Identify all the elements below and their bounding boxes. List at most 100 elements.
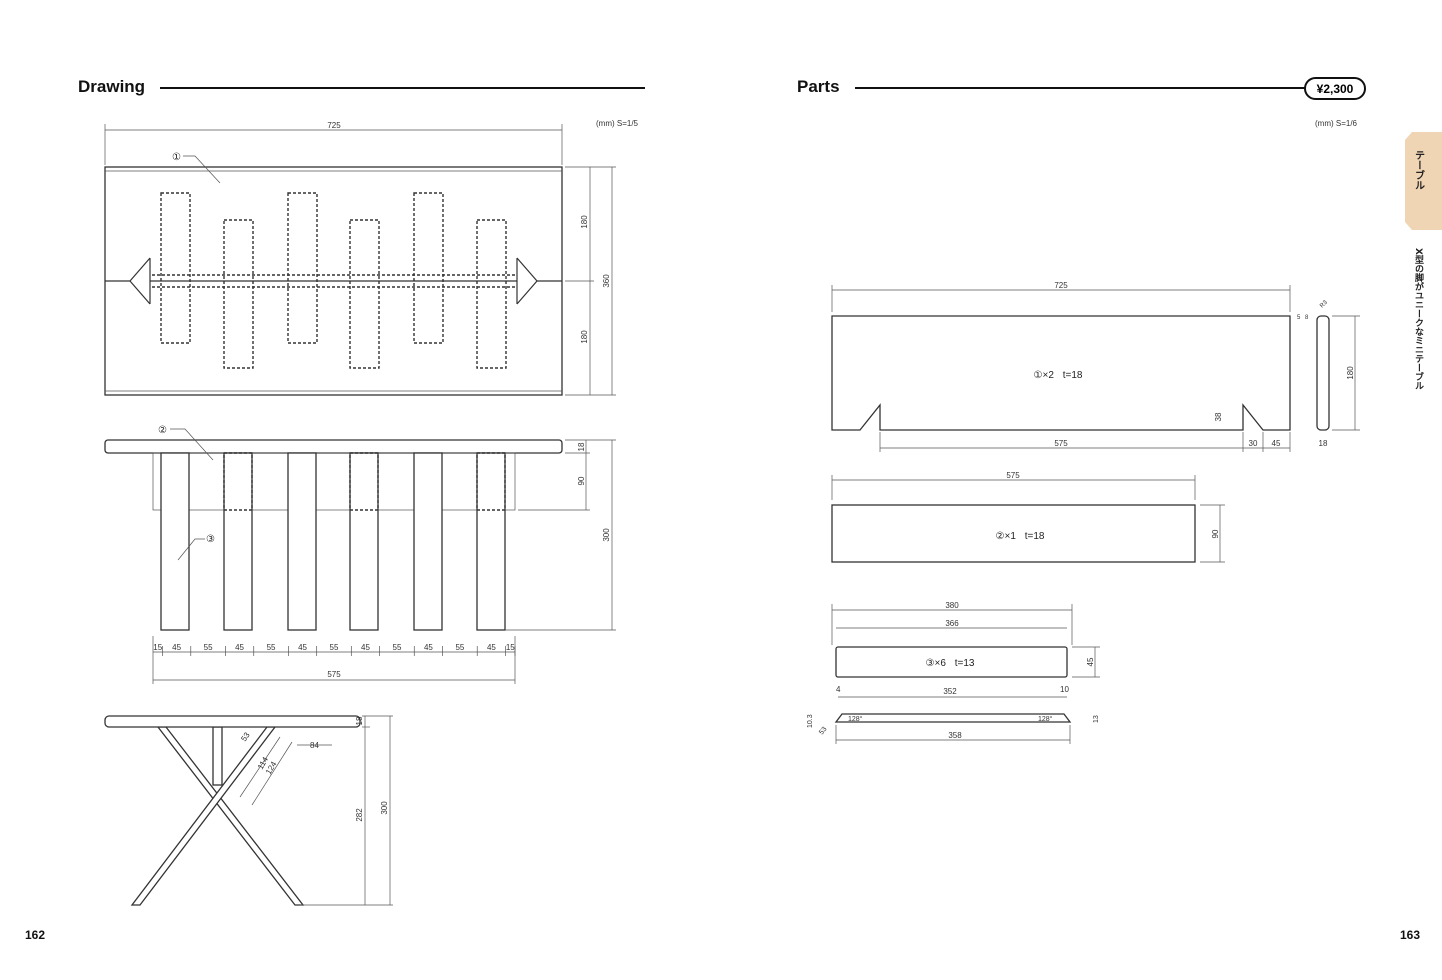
dim-edge-thickness: 13 [1093,715,1100,723]
apron-board [831,504,1196,563]
dim-length: 725 [1054,281,1068,290]
part-2-label: ②×1 t=18 [996,531,1045,542]
part-callout-1: ① [172,152,181,163]
top-view: 725 ① 180 180 360 [104,121,616,396]
dim-chamfer-a: 5 [1297,315,1301,321]
dim-overall: 380 [945,601,959,610]
dim-top-thickness: 18 [577,442,586,451]
dim-side-thickness: 18 [1319,439,1328,448]
dim-spacing: 55 [455,643,464,652]
part-callout-3: ③ [206,534,215,545]
angle-right: 128° [1038,715,1053,723]
dim-notch-height: 38 [1214,412,1223,421]
section-title-parts: Parts [797,77,840,96]
dim-middle: 352 [943,687,957,696]
dim-height: 300 [602,528,611,542]
dim-spacing: 45 [487,643,496,652]
dim-offset: 84 [310,741,319,750]
hidden-leg-outline [160,192,191,344]
hidden-leg-outline [476,219,507,369]
center-post [212,726,223,786]
leg [476,452,506,631]
dim-spacing: 55 [393,643,402,652]
dim-width: 45 [1086,657,1095,666]
dim-spacing: 55 [267,643,276,652]
dim-offset-left: 4 [836,685,841,694]
dim-spacing: 45 [424,643,433,652]
dim-side-height: 300 [380,801,389,815]
dim-length: 575 [1006,471,1020,480]
dim-spacing: 15 [506,643,515,652]
front-view: ② ③ 18 90 300 15 45 55 45 55 45 55 45 55 45 55 45 15… [104,425,616,684]
side-board [831,315,1291,431]
hidden-leg-joint [223,452,253,511]
leg [223,452,253,631]
dim-depth: 360 [602,274,611,288]
left-page: Drawing (mm) S=1/5 725 ① 180 180 360 [25,77,645,942]
right-page: Parts ¥2,300 (mm) S=1/6 テーブル X型の脚がユニークなミ… [797,77,1442,942]
dim-apron-height: 90 [577,476,586,485]
dim-edge-b: 53 [818,726,828,737]
dim-span: 575 [327,670,341,679]
price: ¥2,300 [1317,82,1354,96]
x-leg-b [130,726,277,906]
dim-edge-a: 10.3 [807,714,814,728]
dim-bottom-length: 358 [948,731,962,740]
dim-side-top: 18 [355,716,364,725]
dim-notch-width: 30 [1249,439,1258,448]
hidden-leg-outline [223,219,254,369]
angle-left: 128° [848,715,863,723]
tabletop-front [104,439,563,454]
dim-spacing: 55 [204,643,213,652]
dim-height: 180 [1346,366,1355,380]
part-1: 725 ①×2 t=18 575 30 45 38 180 18 5 8 R3 [831,281,1360,452]
price-badge [1304,77,1366,100]
side-view: 18 282 300 84 114 124 53 [104,715,393,906]
side-board-edge [1316,315,1330,431]
dim-offset-right: 10 [1060,685,1069,694]
page-subtitle: X型の脚がユニークなミニテーブル [1413,248,1424,390]
leg-board-edge [834,713,1072,723]
dim-height: 90 [1211,529,1220,538]
hidden-leg-joint [349,452,379,511]
leg [413,452,443,631]
dim-spacing: 45 [235,643,244,652]
section-title-drawing: Drawing [78,77,145,96]
part-3-label: ③×6 t=13 [926,658,975,669]
scale-note: (mm) S=1/6 [1315,119,1358,128]
dim-half-depth-a: 180 [580,215,589,229]
apron [152,452,516,511]
dim-spacing: 15 [153,643,162,652]
dim-inner-length: 575 [1054,439,1068,448]
hidden-leg-outline [349,219,380,369]
part-3: 380 366 45 ③×6 t=13 4 352 10 128° 128° 3… [807,601,1100,744]
leg-board [835,646,1068,678]
dim-spacing: 45 [361,643,370,652]
dim-spacing: 45 [298,643,307,652]
dim-half-depth-b: 180 [580,330,589,344]
part-2: 575 90 ②×1 t=18 [831,471,1225,563]
chapter-tab [1405,132,1442,230]
dim-chamfer-b: 8 [1305,315,1309,321]
dim-end-width: 45 [1272,439,1281,448]
dim-angle: 53 [239,730,252,743]
dim-radius: R3 [1319,299,1329,309]
part-callout-2: ② [158,425,167,436]
tabletop-side [104,715,361,728]
x-leg-a [156,726,305,906]
hidden-leg-outline [413,192,444,344]
chapter-tab-label: テーブル [1413,150,1425,190]
dim-width: 725 [327,121,341,130]
hidden-leg-joint [476,452,506,511]
dim-spacing: 55 [330,643,339,652]
part-1-label: ①×2 t=18 [1034,370,1083,381]
dim-inner: 366 [945,619,959,628]
page-number-right: 163 [1400,928,1420,942]
leg [160,452,190,631]
scale-note: (mm) S=1/5 [596,119,639,128]
dim-leg-height: 282 [355,808,364,822]
dim-spacing: 45 [172,643,181,652]
leg [287,452,317,631]
leg [349,452,379,631]
